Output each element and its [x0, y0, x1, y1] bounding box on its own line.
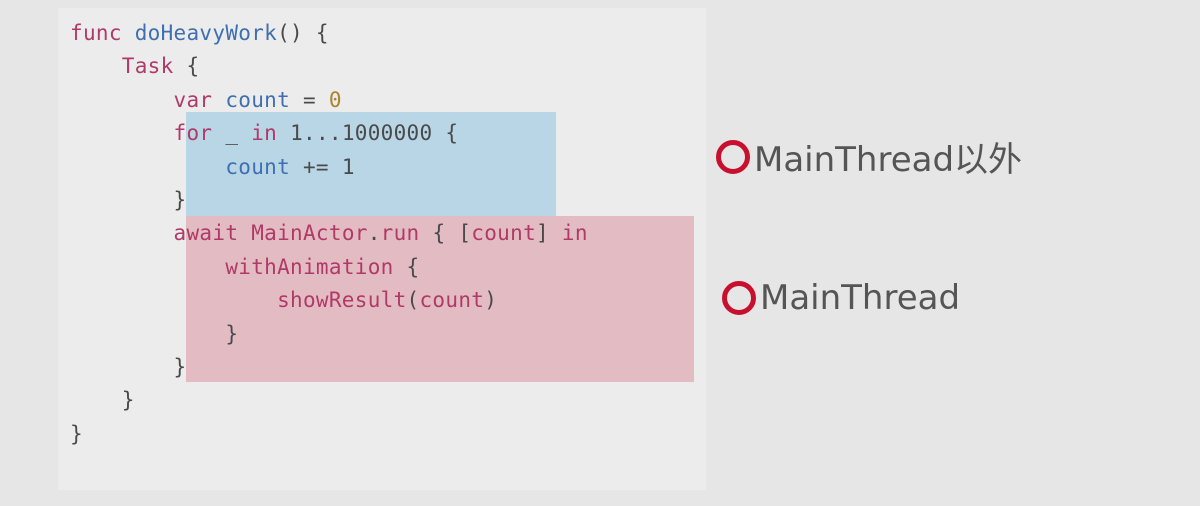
code-token: var: [173, 87, 226, 112]
code-line: var count = 0: [70, 84, 588, 117]
code-line: withAnimation {: [70, 251, 588, 284]
circle-icon: [716, 139, 750, 174]
code-line: count += 1: [70, 151, 588, 184]
code-line: showResult(count): [70, 284, 588, 317]
code-token: {: [393, 254, 420, 279]
code-token: {: [173, 54, 200, 79]
circle-icon: [722, 281, 756, 315]
code-block: func doHeavyWork() { Task { var count = …: [70, 17, 588, 451]
code-token: count: [225, 154, 291, 179]
code-token: }: [70, 187, 187, 212]
code-token: in: [561, 221, 588, 246]
code-line: }: [70, 184, 588, 217]
code-token: count: [471, 221, 537, 246]
code-line: for _ in 1...1000000 {: [70, 117, 588, 150]
code-token: await: [173, 221, 239, 246]
code-token: 0: [328, 87, 342, 112]
code-token: Task: [121, 54, 174, 79]
code-token: [70, 88, 174, 112]
code-token: =: [290, 87, 329, 112]
code-token: [70, 155, 225, 179]
code-token: MainActor: [251, 221, 368, 246]
code-token: .: [367, 221, 381, 246]
main-thread-highlight: [186, 216, 694, 382]
code-token: }: [70, 354, 187, 379]
main-thread-label: MainThread: [722, 278, 960, 318]
code-line: }: [70, 384, 588, 417]
code-token: count: [225, 87, 291, 112]
code-token: [70, 121, 174, 145]
code-token: _: [212, 121, 252, 146]
code-token: ]: [536, 221, 562, 246]
code-line: }: [70, 351, 588, 384]
code-line: Task {: [70, 50, 588, 83]
main-thread-text: MainThread: [760, 278, 961, 318]
code-token: { [: [419, 221, 472, 246]
background-thread-highlight: [186, 112, 556, 216]
code-token: [70, 54, 122, 78]
code-token: showResult: [277, 288, 407, 313]
code-token: [70, 255, 225, 279]
code-token: [70, 288, 277, 312]
code-token: }: [70, 321, 239, 346]
code-token: withAnimation: [225, 254, 394, 279]
code-token: += 1: [290, 154, 355, 179]
code-token: [238, 221, 251, 245]
code-token: doHeavyWork: [134, 21, 278, 45]
code-line: func doHeavyWork() {: [70, 17, 588, 50]
code-line: await MainActor.run { [count] in: [70, 217, 588, 250]
off-main-thread-text: MainThread以外: [754, 140, 1023, 180]
code-token: count: [419, 288, 485, 313]
code-line: }: [70, 318, 588, 351]
code-token: in: [251, 121, 278, 146]
code-token: }: [70, 388, 135, 413]
code-token: func: [70, 21, 135, 45]
code-token: [70, 221, 174, 245]
code-token: }: [70, 421, 83, 446]
code-token: ): [484, 288, 498, 313]
code-line: }: [70, 418, 588, 451]
code-token: for: [173, 121, 213, 146]
code-token: (: [406, 288, 420, 313]
code-token: run: [380, 221, 420, 246]
code-token: 1...1000000 {: [277, 121, 459, 146]
code-token: () {: [277, 21, 329, 45]
off-main-thread-label: MainThread以外: [716, 132, 1022, 181]
